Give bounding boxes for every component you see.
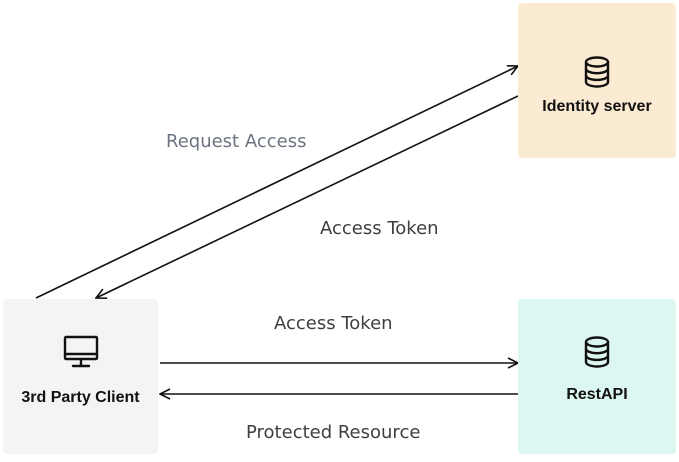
database-icon xyxy=(584,55,610,88)
request-access-label: Request Access xyxy=(166,131,307,152)
identity-server-label: Identity server xyxy=(542,97,652,115)
access-token-return-arrow xyxy=(96,95,519,298)
third-party-client-node: 3rd Party Client xyxy=(3,299,158,454)
request-access-arrow xyxy=(35,66,518,299)
third-party-client-label: 3rd Party Client xyxy=(21,388,140,406)
access-token-send-label: Access Token xyxy=(274,313,393,334)
monitor-icon xyxy=(63,335,98,367)
identity-server-node: Identity server xyxy=(518,3,676,158)
restapi-node: RestAPI xyxy=(518,299,676,454)
database-icon xyxy=(584,335,610,368)
protected-resource-label: Protected Resource xyxy=(246,422,421,443)
access-token-return-label: Access Token xyxy=(320,218,439,239)
restapi-label: RestAPI xyxy=(566,385,628,403)
